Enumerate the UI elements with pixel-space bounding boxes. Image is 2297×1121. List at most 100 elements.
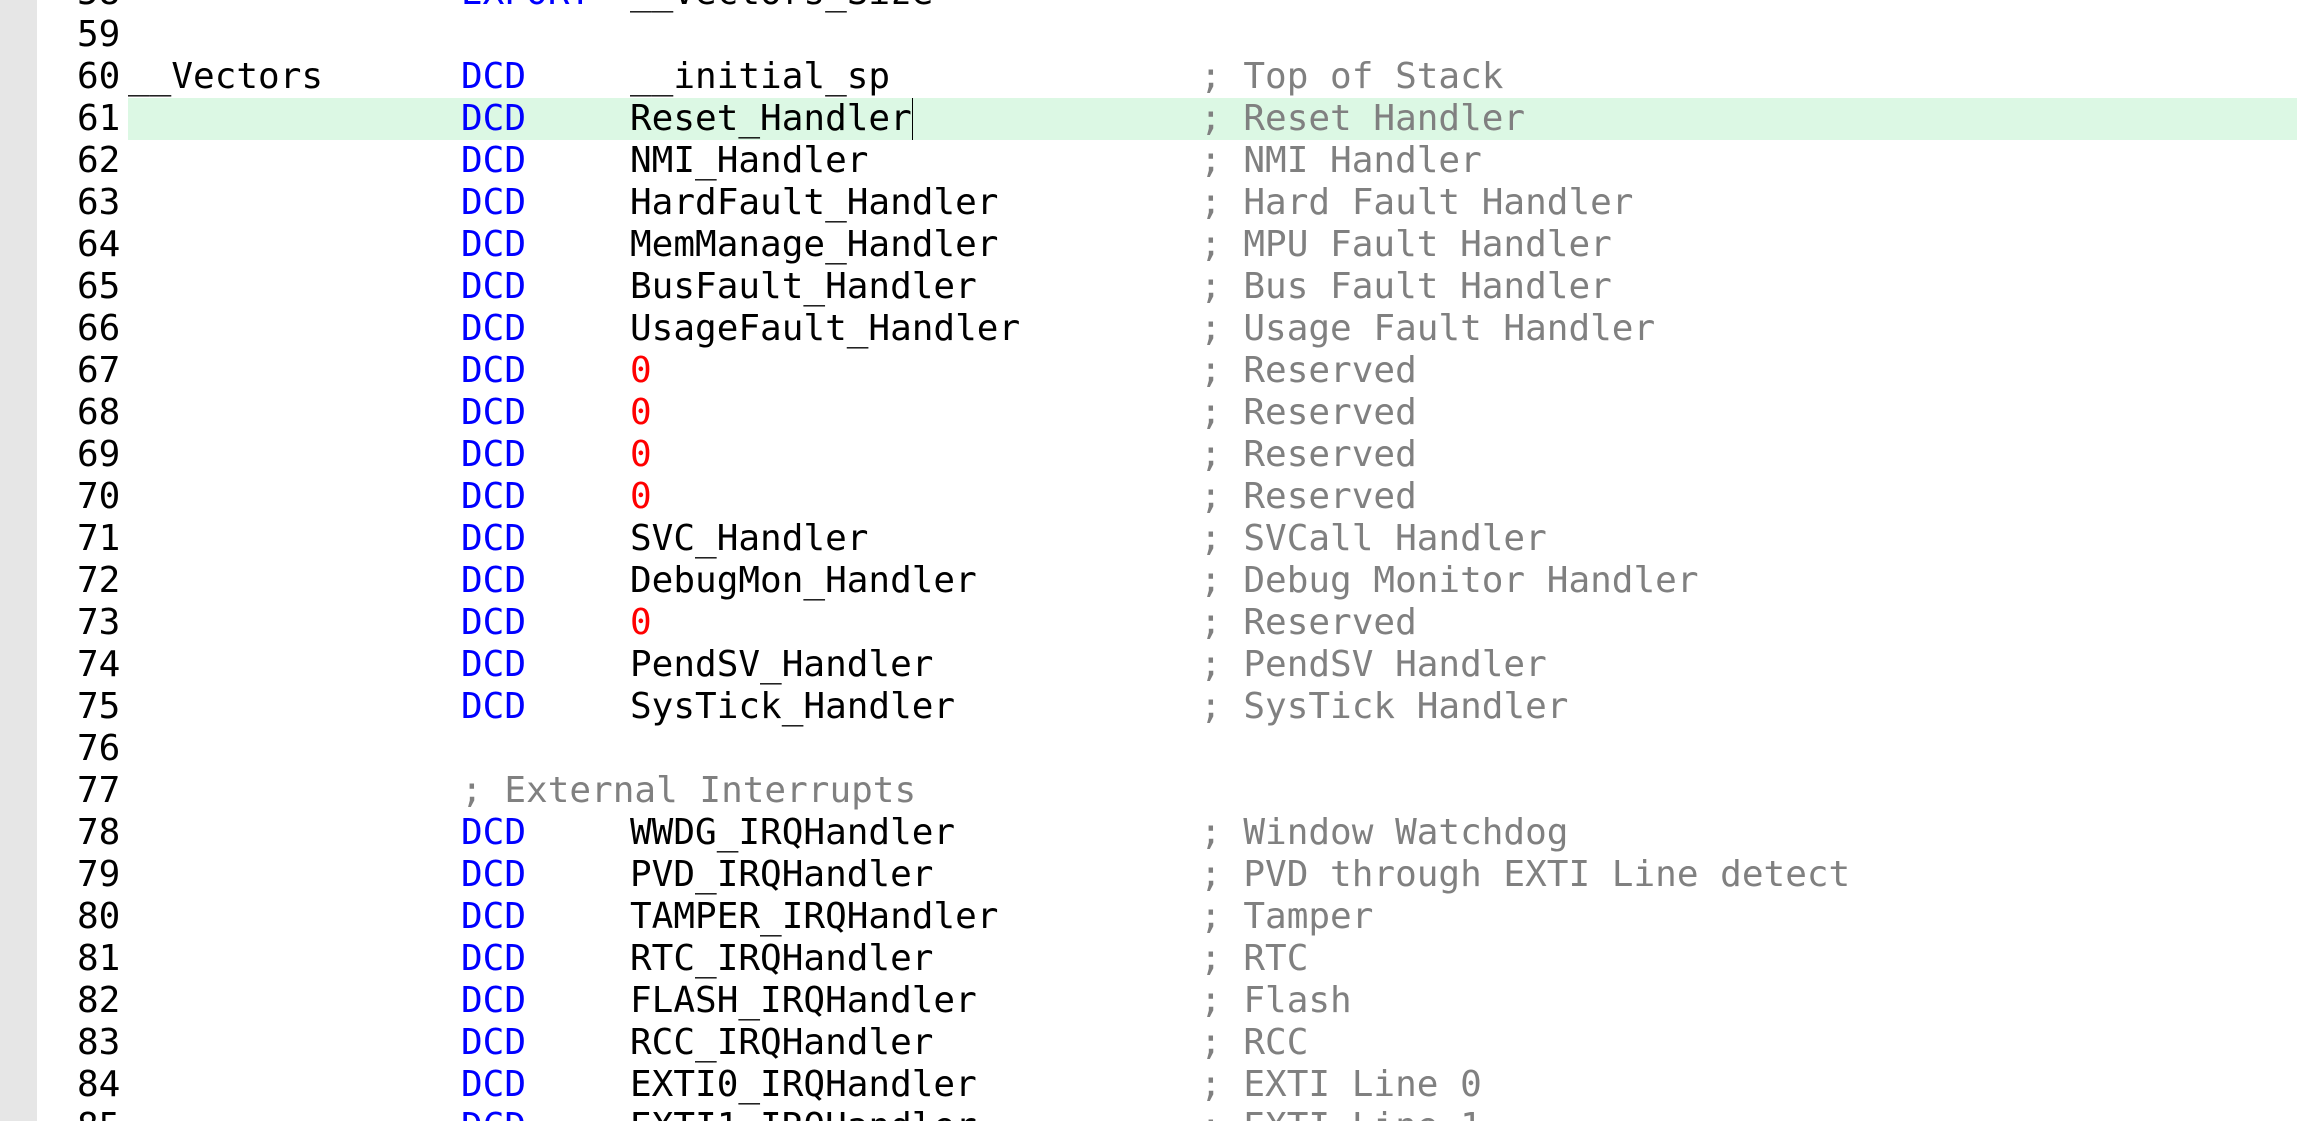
code-operand: BusFault_Handler [630, 266, 977, 307]
code-line[interactable]: 76 [0, 728, 2297, 770]
code-number-literal: 0 [630, 350, 652, 391]
code-comment: ; Tamper [1200, 896, 1374, 937]
code-comment: ; Reserved [1200, 350, 1417, 391]
code-comment: ; Bus Fault Handler [1200, 266, 1612, 307]
code-operand: UsageFault_Handler [630, 308, 1021, 349]
code-directive: DCD [461, 98, 527, 139]
code-comment: ; Flash [1200, 980, 1352, 1021]
code-directive: DCD [461, 224, 527, 265]
code-directive: DCD [461, 686, 527, 727]
line-number: 65 [77, 266, 121, 307]
code-comment: ; SVCall Handler [1200, 518, 1547, 559]
code-comment: ; EXTI Line 1 [1200, 1106, 1482, 1121]
code-line[interactable]: 66 DCD UsageFault_Handler ; Usage Fault Han… [0, 308, 2297, 350]
code-comment: ; SysTick Handler [1200, 686, 1569, 727]
code-directive: DCD [461, 266, 527, 307]
line-number: 63 [77, 182, 121, 223]
code-directive: DCD [461, 434, 527, 475]
code-directive: EXPORT [461, 0, 591, 14]
code-directive: DCD [461, 1064, 527, 1105]
line-number: 69 [77, 434, 121, 475]
editor-margin[interactable] [0, 0, 37, 1121]
line-number: 80 [77, 896, 121, 937]
code-directive: DCD [461, 812, 527, 853]
code-directive: DCD [461, 1022, 527, 1063]
code-directive: DCD [461, 560, 527, 601]
code-comment: ; Top of Stack [1200, 56, 1504, 97]
line-number: 85 [77, 1106, 120, 1121]
code-line[interactable]: 64 DCD MemManage_Handler ; MPU Fault Handle… [0, 224, 2297, 266]
code-line[interactable]: 59 [0, 14, 2297, 56]
code-comment: ; RTC [1200, 938, 1309, 979]
code-operand: __initial_sp [630, 56, 891, 97]
code-line[interactable]: 65 DCD BusFault_Handler ; Bus Fault Handler [0, 266, 2297, 308]
code-directive: DCD [461, 476, 527, 517]
code-line[interactable]: 77 ; External Interrupts [0, 770, 2297, 812]
line-number: 74 [77, 644, 121, 685]
line-number: 77 [77, 770, 121, 811]
code-number-literal: 0 [630, 392, 652, 433]
code-comment: ; Reserved [1200, 602, 1417, 643]
code-directive: DCD [461, 140, 527, 181]
code-operand: MemManage_Handler [630, 224, 999, 265]
line-number: 83 [77, 1022, 121, 1063]
code-operand: TAMPER_IRQHandler [630, 896, 999, 937]
line-number: 62 [77, 140, 121, 181]
line-number: 71 [77, 518, 121, 559]
code-comment: ; RCC [1200, 1022, 1309, 1063]
code-line[interactable]: 58EXPORT__Vectors_Size [0, 0, 2297, 14]
code-comment: ; MPU Fault Handler [1200, 224, 1612, 265]
code-operand: EXTI0_IRQHandler [630, 1064, 977, 1105]
line-number: 82 [77, 980, 121, 1021]
code-comment: ; Hard Fault Handler [1200, 182, 1634, 223]
code-directive: DCD [461, 896, 527, 937]
code-operand: RTC_IRQHandler [630, 938, 934, 979]
code-line[interactable]: 80 DCD TAMPER_IRQHandler ; Tamper [0, 896, 2297, 938]
code-section-comment: ; External Interrupts [461, 770, 917, 811]
line-number: 66 [77, 308, 121, 349]
code-operand: SysTick_Handler [630, 686, 956, 727]
code-operand: PVD_IRQHandler [630, 854, 934, 895]
code-operand: FLASH_IRQHandler [630, 980, 977, 1021]
line-number: 72 [77, 560, 121, 601]
code-comment: ; Reset Handler [1200, 98, 1526, 139]
line-number: 60 [77, 56, 121, 97]
code-operand: WWDG_IRQHandler [630, 812, 956, 853]
code-comment: ; PVD through EXTI Line detect [1200, 854, 1851, 895]
line-number: 84 [77, 1064, 121, 1105]
code-directive: DCD [461, 56, 527, 97]
code-operand: NMI_Handler [630, 140, 869, 181]
code-comment: ; Debug Monitor Handler [1200, 560, 1699, 601]
code-line[interactable]: 85DCDEXTI1_IRQHandler; EXTI Line 1 [0, 1106, 2297, 1121]
line-number: 64 [77, 224, 121, 265]
line-number: 59 [77, 14, 121, 55]
code-directive: DCD [461, 308, 527, 349]
code-operand: EXTI1_IRQHandler [630, 1106, 977, 1121]
code-comment: ; Usage Fault Handler [1200, 308, 1656, 349]
code-comment: ; Reserved [1200, 392, 1417, 433]
code-comment: ; Reserved [1200, 434, 1417, 475]
code-directive: DCD [461, 392, 527, 433]
code-directive: DCD [461, 518, 527, 559]
